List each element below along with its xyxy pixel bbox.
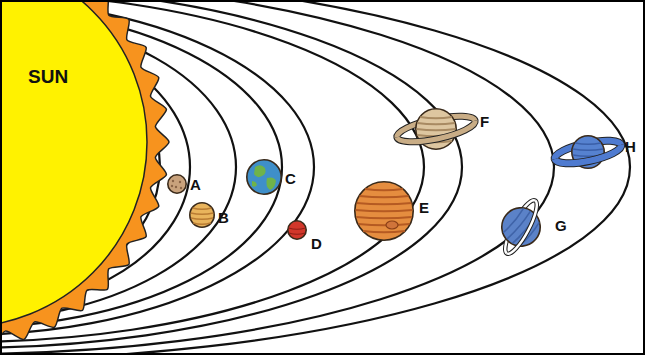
planet: E bbox=[354, 181, 432, 241]
planet-letter: C bbox=[285, 170, 296, 187]
planet: G bbox=[501, 207, 569, 247]
planet-letter: B bbox=[218, 209, 229, 226]
planet-drawing bbox=[571, 135, 605, 169]
planet-drawing bbox=[287, 220, 307, 240]
planet-letter: D bbox=[311, 235, 322, 252]
sun-disc bbox=[2, 2, 147, 327]
planet-drawing bbox=[415, 108, 457, 150]
planet-drawing bbox=[167, 174, 187, 194]
planet-letter: G bbox=[555, 217, 567, 234]
planet-letter: A bbox=[190, 176, 201, 193]
planet-drawing bbox=[354, 181, 414, 241]
planet: B bbox=[189, 202, 231, 228]
planet-drawing bbox=[246, 159, 282, 195]
planet-letter: E bbox=[419, 199, 429, 216]
planet: H bbox=[571, 135, 638, 169]
planet-drawing bbox=[501, 207, 541, 247]
sun-label: SUN bbox=[28, 66, 68, 88]
planet: C bbox=[246, 159, 298, 195]
planet-drawing bbox=[189, 202, 215, 228]
planet-letter: F bbox=[480, 113, 489, 130]
planet: D bbox=[287, 220, 324, 240]
planet-letter: H bbox=[625, 138, 636, 155]
planet: A bbox=[167, 174, 203, 194]
planet: F bbox=[415, 108, 492, 150]
